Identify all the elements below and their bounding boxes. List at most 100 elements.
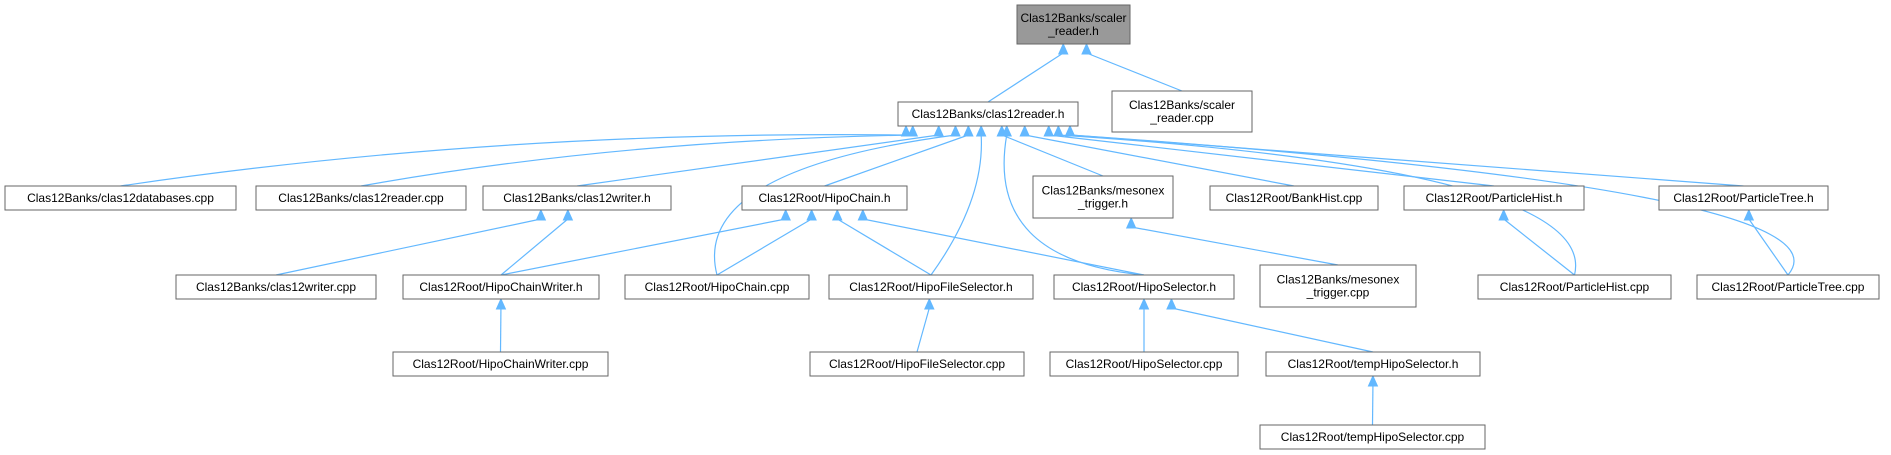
node-box [1259, 424, 1486, 450]
arrowhead [535, 208, 547, 221]
node-label: Clas12Root/ParticleTree.cpp [1712, 280, 1865, 294]
node-particlehist_h[interactable]: Clas12Root/ParticleHist.h [1403, 185, 1585, 211]
node-fileselector_cpp[interactable]: Clas12Root/HipoFileSelector.cpp [809, 351, 1025, 377]
node-box [1265, 351, 1481, 377]
node-label: _trigger.cpp [1306, 286, 1370, 300]
node-label: Clas12Root/tempHipoSelector.cpp [1281, 430, 1465, 444]
arrowhead [924, 297, 935, 310]
node-box [624, 274, 810, 300]
node-box [255, 185, 467, 211]
edge-bankhist_cpp-to-reader_h [1024, 134, 1295, 187]
edge-mesonex_cpp-to-mesonex_h [1131, 226, 1339, 266]
node-label: Clas12Banks/mesonex [1042, 184, 1165, 198]
nodes-layer: Clas12Banks/scaler_reader.hClas12Banks/c… [4, 4, 1880, 450]
edge-fileselector_h-to-hipochain_h [836, 218, 932, 276]
node-label: Clas12Banks/mesonex [1277, 273, 1400, 287]
node-fileselector_h[interactable]: Clas12Root/HipoFileSelector.h [828, 274, 1034, 300]
arrowhead [1138, 297, 1150, 310]
node-box [1209, 185, 1379, 211]
edge-particletree_cpp-to-particletree_h [1748, 218, 1789, 276]
node-hipochain_cpp[interactable]: Clas12Root/HipoChain.cpp [624, 274, 810, 300]
node-chainwriter_h[interactable]: Clas12Root/HipoChainWriter.h [402, 274, 600, 300]
node-label: Clas12Root/HipoChain.h [758, 191, 890, 205]
edge-particlehist_cpp-to-particlehist_h [1503, 218, 1575, 276]
node-label: Clas12Root/ParticleTree.h [1673, 191, 1813, 205]
node-label: _reader.cpp [1149, 111, 1214, 125]
node-scaler_cpp[interactable]: Clas12Banks/scaler_reader.cpp [1111, 90, 1253, 133]
node-box [1111, 90, 1253, 133]
node-reader_cpp[interactable]: Clas12Banks/clas12reader.cpp [255, 185, 467, 211]
arrowhead [1053, 124, 1064, 137]
node-particletree_h[interactable]: Clas12Root/ParticleTree.h [1658, 185, 1829, 211]
node-box [1032, 175, 1174, 219]
edge-writer_cpp-to-writer_h [275, 218, 542, 276]
node-mesonex_h[interactable]: Clas12Banks/mesonex_trigger.h [1032, 175, 1174, 219]
node-label: Clas12Root/BankHist.cpp [1226, 191, 1363, 205]
node-label: Clas12Root/tempHipoSelector.h [1288, 357, 1459, 371]
arrowhead [1057, 42, 1069, 55]
node-label: Clas12Banks/scaler [1129, 98, 1235, 112]
node-reader_h[interactable]: Clas12Banks/clas12reader.h [897, 101, 1079, 127]
arrowhead [900, 124, 912, 137]
node-chainwriter_cpp[interactable]: Clas12Root/HipoChainWriter.cpp [392, 351, 609, 377]
node-label: Clas12Root/HipoChainWriter.cpp [413, 357, 589, 371]
arrowhead [933, 124, 944, 137]
node-label: Clas12Banks/clas12databases.cpp [27, 191, 214, 205]
node-label: Clas12Root/HipoSelector.cpp [1066, 357, 1223, 371]
node-temphipo_h[interactable]: Clas12Root/tempHipoSelector.h [1265, 351, 1481, 377]
node-box [1016, 4, 1131, 45]
edge-particlehist_h-to-reader_h [1048, 134, 1495, 187]
edge-fileselector_h-to-reader_h [930, 134, 983, 276]
node-particlehist_cpp[interactable]: Clas12Root/ParticleHist.cpp [1477, 274, 1672, 300]
node-hiposelector_h[interactable]: Clas12Root/HipoSelector.h [1053, 274, 1235, 300]
node-scaler_h[interactable]: Clas12Banks/scaler_reader.h [1016, 4, 1131, 45]
edge-particletree_cpp-to-reader_h [1069, 134, 1795, 276]
edge-chainwriter_h-to-writer_h [500, 218, 569, 276]
edge-hipochain_h-to-reader_h [824, 134, 969, 187]
node-box [1403, 185, 1585, 211]
edge-reader_cpp-to-reader_h [360, 134, 913, 187]
node-label: Clas12Root/HipoFileSelector.h [849, 280, 1012, 294]
node-temphipo_cpp[interactable]: Clas12Root/tempHipoSelector.cpp [1259, 424, 1486, 450]
node-box [402, 274, 600, 300]
node-box [392, 351, 609, 377]
edge-hipochain_cpp-to-hipochain_h [716, 218, 812, 276]
node-writer_cpp[interactable]: Clas12Banks/clas12writer.cpp [175, 274, 377, 300]
arrowhead [963, 124, 974, 137]
node-label: Clas12Banks/clas12writer.cpp [196, 280, 356, 294]
arrowhead [975, 124, 987, 137]
node-label: Clas12Root/ParticleHist.cpp [1500, 280, 1650, 294]
edge-scaler_cpp-to-scaler_h [1086, 52, 1183, 92]
edge-reader_h-to-scaler_h [987, 52, 1064, 103]
arrowhead [1367, 374, 1379, 387]
edge-databases_cpp-to-reader_h [120, 134, 907, 187]
node-box [482, 185, 672, 211]
node-bankhist_cpp[interactable]: Clas12Root/BankHist.cpp [1209, 185, 1379, 211]
arrowhead [857, 208, 869, 221]
node-box [4, 185, 237, 211]
node-box [1259, 264, 1417, 308]
arrowhead [1743, 208, 1755, 221]
node-mesonex_cpp[interactable]: Clas12Banks/mesonex_trigger.cpp [1259, 264, 1417, 308]
arrowhead [950, 124, 961, 137]
node-label: Clas12Banks/clas12writer.h [503, 191, 650, 205]
node-databases_cpp[interactable]: Clas12Banks/clas12databases.cpp [4, 185, 237, 211]
edge-chainwriter_h-to-hipochain_h [500, 218, 786, 276]
node-hipochain_h[interactable]: Clas12Root/HipoChain.h [741, 185, 908, 211]
arrowhead [832, 208, 843, 221]
edge-fileselector_cpp-to-fileselector_h [916, 307, 930, 353]
node-writer_h[interactable]: Clas12Banks/clas12writer.h [482, 185, 672, 211]
edge-writer_h-to-reader_h [576, 134, 939, 187]
edge-mesonex_h-to-reader_h [1001, 134, 1104, 177]
node-box [809, 351, 1025, 377]
node-box [1658, 185, 1829, 211]
node-hiposelector_cpp[interactable]: Clas12Root/HipoSelector.cpp [1049, 351, 1239, 377]
node-box [1696, 274, 1880, 300]
node-label: Clas12Root/HipoChainWriter.h [419, 280, 582, 294]
node-label: _trigger.h [1077, 197, 1128, 211]
node-particletree_cpp[interactable]: Clas12Root/ParticleTree.cpp [1696, 274, 1880, 300]
node-label: Clas12Root/HipoFileSelector.cpp [829, 357, 1005, 371]
arrowhead [1001, 124, 1012, 137]
arrowhead [1081, 42, 1092, 55]
